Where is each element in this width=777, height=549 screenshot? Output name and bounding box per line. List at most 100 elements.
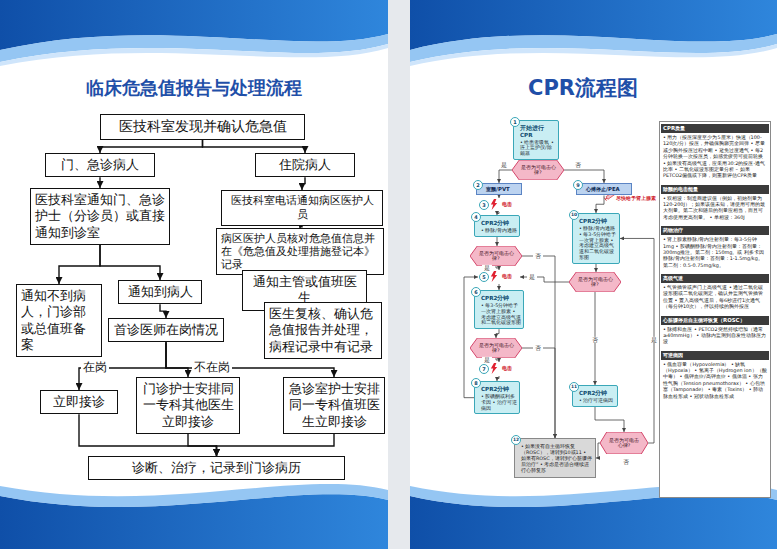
edge-label: 在岗 — [81, 361, 109, 375]
box-text: 是否为可电击心律? — [478, 251, 514, 262]
decision-shape: 是否为可电击心律? — [512, 160, 564, 180]
decision-shape: 是否为可电击心律? — [569, 272, 621, 292]
process-box: 诊断、治疗，记录到门诊病历 — [88, 456, 345, 480]
box-text: • 每3-5分钟给予一次肾上腺素 • 考虑建立高级气道和二氧化碳波形图 — [481, 303, 521, 326]
box-text: 是否为可电击心律? — [608, 438, 640, 449]
connector — [499, 170, 512, 183]
box-text: 门诊护士安排同一专科其他医生立即接诊 — [141, 381, 235, 430]
connector — [595, 407, 624, 432]
box-text: • 如果没有自主循环恢复（ROSC），请转到10或11 • 如果有ROSC，请转… — [521, 444, 592, 474]
edge-label: 是 — [482, 357, 492, 363]
box-text: • 治疗可逆病因 — [579, 398, 615, 404]
process-box: 通知不到病人，门诊部或总值班备案 — [16, 284, 102, 357]
connector — [596, 264, 597, 272]
box-text: 病区医护人员核对危急值信息并在《危急值及处理措施登记本》记录 — [221, 232, 379, 271]
connector — [302, 177, 305, 190]
edge-label: 是 — [649, 337, 659, 343]
box-text: 医技科室通知门、急诊护士（分诊员）或直接通知到诊室 — [35, 192, 165, 241]
step-number: 10 — [569, 210, 579, 220]
process-box: 病区医护人员核对危急值信息并在《危急值及处理措施登记本》记录 — [216, 228, 384, 275]
step-box: 8CPR2分钟• 胺碘酮或利多卡因 • 治疗可逆病因 — [474, 381, 520, 414]
section-heading: 可逆病因 — [661, 351, 769, 360]
note-label: 尽快给予肾上腺素 — [615, 195, 657, 201]
box-text: 诊断、治疗，记录到门诊病历 — [93, 460, 340, 476]
edge-label: 否 — [621, 459, 631, 465]
info-section: 药物治疗• 肾上腺素静脉/骨内注射剂量：每3-5分钟1mg • 胺碘酮静脉/骨内… — [661, 226, 769, 270]
box-text: 心搏停止/PEA — [586, 186, 629, 192]
step-box: 11CPR2分钟• 治疗可逆病因 — [572, 385, 618, 407]
connector — [100, 245, 160, 280]
step-box: 4CPR2分钟• 静脉/骨内通路 — [474, 215, 520, 237]
section-text: • 气管插管或声门上高级气道 • 通过二氧化碳波形图或二氧化碳测定，确认并监测气… — [661, 283, 769, 312]
box-text: 电击 — [502, 201, 518, 207]
box-text: 室颤/PVT — [486, 186, 519, 192]
section-heading: 除颤的电击能量 — [661, 185, 769, 194]
process-box: 医生复核、确认危急值报告并处理，病程记录中有记录 — [264, 302, 382, 359]
note-box: 12• 如果没有自主循环恢复（ROSC），请转到10或11 • 如果有ROSC，… — [514, 438, 596, 478]
box-text: 首诊医师在岗情况 — [113, 322, 219, 338]
shock-step: 7电击 — [478, 362, 520, 376]
step-box: 1开始进行CPR• 给患者吸氧 • 连上监护仪/除颤器 — [513, 120, 559, 160]
process-box: 医技科室电话通知病区医护人员 — [221, 190, 383, 226]
box-text: 通知到病人 — [123, 284, 197, 300]
box-text: • 静脉/骨内通路 • 每3-5分钟给予一次肾上腺素 • 考虑建立高级气道和二氧… — [579, 226, 617, 261]
lightning-icon — [490, 363, 498, 374]
rhythm-box: 2室颤/PVT — [476, 183, 522, 195]
box-text: 通知不到病人，门诊部或总值班备案 — [21, 288, 97, 353]
connector — [497, 237, 498, 246]
connector — [203, 140, 306, 154]
connector — [188, 434, 217, 456]
info-section: 可逆病因• 低血容量（Hypovolemia） • 缺氧（Hypoxia） • … — [661, 351, 769, 401]
panel: 医技科室发现并确认危急值门、急诊病人 住院病人医技科室通知门、急诊护士（分诊员）或… — [0, 0, 388, 549]
process-box: 首诊医师在岗情况 — [108, 318, 224, 342]
connector — [160, 304, 166, 318]
connector — [59, 245, 100, 284]
panel-ground — [0, 0, 388, 549]
edge-label: 否 — [533, 345, 543, 351]
step-heading: CPR2分钟 — [579, 218, 617, 225]
step-number: 5 — [479, 272, 489, 282]
panel-ground — [410, 0, 777, 549]
connector — [100, 140, 203, 154]
process-box: 医技科室发现并确认危急值 — [100, 114, 305, 140]
section-heading: 药物治疗 — [661, 226, 769, 235]
box-text: • 给患者吸氧 • 连上监护仪/除颤器 — [520, 140, 556, 158]
edge-label: 是 — [527, 274, 537, 280]
connector — [99, 177, 100, 188]
step-number: 11 — [569, 382, 579, 392]
process-box: 急诊室护士安排同一专科值班医生立即接诊 — [283, 377, 385, 434]
box-text: • 静脉/骨内通路 — [481, 228, 517, 234]
connector — [522, 348, 555, 438]
panel: 1开始进行CPR• 给患者吸氧 • 连上监护仪/除颤器是否为可电击心律?2室颤/… — [410, 0, 777, 549]
step-box: 10CPR2分钟• 静脉/骨内通路 • 每3-5分钟给予一次肾上腺素 • 考虑建… — [572, 213, 620, 264]
section-text: • 肾上腺素静脉/骨内注射剂量：每3-5分钟1mg • 胺碘酮静脉/骨内注射剂量… — [661, 235, 769, 270]
info-section: CPR质量• 用力（按压深度至少为5厘米）快速（100-120次/分）按压，并确… — [661, 124, 769, 181]
info-section: 高级气道• 气管插管或声门上高级气道 • 通过二氧化碳波形图或二氧化碳测定，确认… — [661, 274, 769, 312]
box-text: 医生复核、确认危急值报告并处理，病程记录中有记录 — [269, 306, 377, 355]
box-text: 医技科室发现并确认危急值 — [105, 118, 300, 136]
step-number: 4 — [471, 212, 481, 222]
step-heading: CPR2分钟 — [579, 390, 615, 397]
lightning-icon — [490, 271, 498, 282]
connector — [166, 342, 188, 377]
info-section: 除颤的电击能量• 双相波：制造商建议值（例如，初始剂量为120-200J）；如果… — [661, 185, 769, 223]
section-heading: 心脏骤停后自主循环恢复（ROSC） — [661, 316, 769, 325]
process-box: 门诊护士安排同一专科其他医生立即接诊 — [136, 377, 240, 434]
shock-step: 3电击 — [478, 198, 520, 212]
box-text: • 胺碘酮或利多卡因 • 治疗可逆病因 — [481, 394, 517, 412]
connector — [564, 170, 604, 183]
connector — [522, 256, 555, 438]
panel-title: 临床危急值报告与处理流程 — [20, 77, 368, 99]
process-box: 住院病人 — [255, 153, 355, 177]
shock-step: 5电击 — [478, 270, 520, 284]
process-box: 医技科室通知门、急诊护士（分诊员）或直接通知到诊室 — [30, 188, 170, 245]
step-box: 6CPR2分钟• 每3-5分钟给予一次肾上腺素 • 考虑建立高级气道和二氧化碳波… — [474, 290, 524, 329]
step-heading: CPR2分钟 — [481, 220, 517, 227]
connector — [217, 434, 335, 456]
section-heading: CPR质量 — [661, 124, 769, 133]
box-text: 是否为可电击心律? — [577, 277, 613, 288]
box-text: 门、急诊病人 — [50, 157, 150, 173]
process-box: 门、急诊病人 — [45, 153, 155, 177]
